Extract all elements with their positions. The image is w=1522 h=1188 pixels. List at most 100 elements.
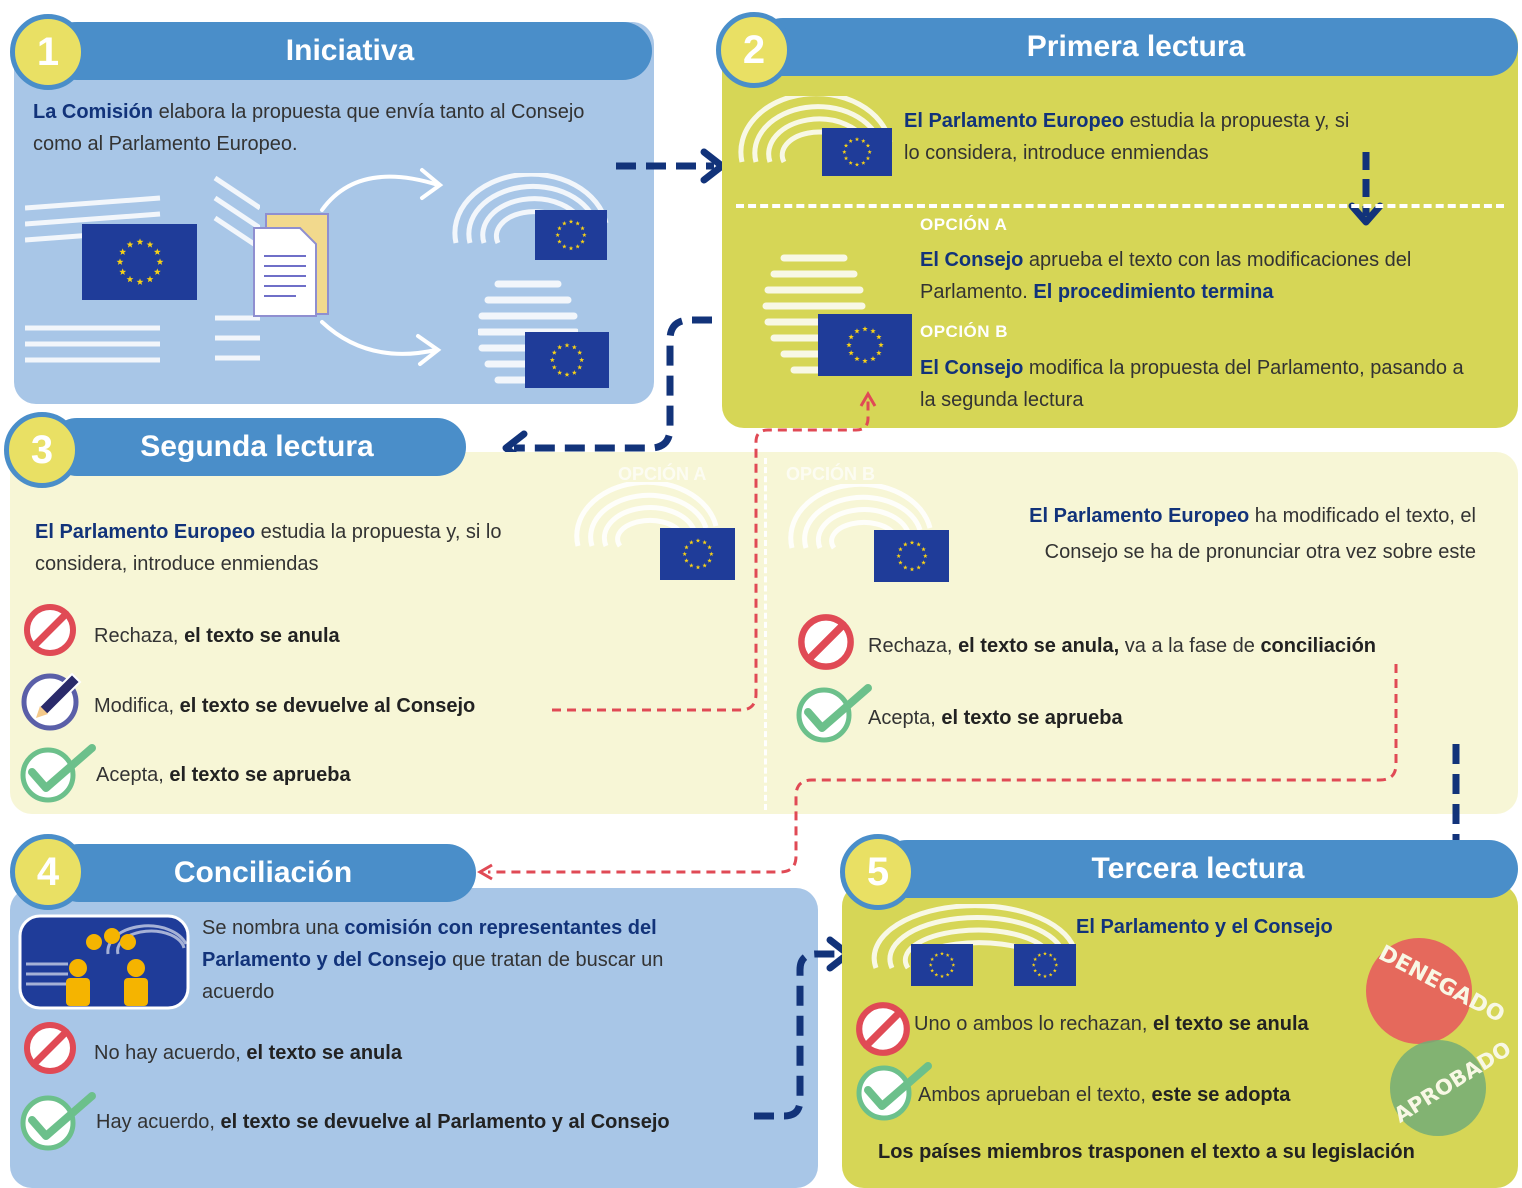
star-icon (870, 328, 876, 334)
iniciativa-header: Iniciativa (48, 22, 652, 80)
star-icon (118, 248, 126, 255)
star-icon (557, 370, 563, 375)
commission-building-icon (25, 175, 260, 363)
option-a-actor: El Consejo (920, 249, 1024, 271)
star-icon (1033, 968, 1038, 973)
star-icon (897, 546, 903, 552)
step-5-number: 5 (866, 849, 890, 894)
item-text: va a la fase de (1119, 635, 1261, 657)
segunda-header: Segunda lectura (48, 418, 466, 476)
primera-header: Primera lectura (754, 18, 1518, 76)
star-icon (945, 972, 950, 977)
conciliacion-yes: Hay acuerdo, el texto se devuelve al Par… (96, 1106, 696, 1138)
denied-stamp-icon: DENEGADO (1366, 938, 1509, 1044)
star-icon (126, 241, 133, 248)
star-icon (575, 221, 580, 226)
star-icon (577, 350, 583, 355)
item-text: Rechaza, (868, 635, 959, 657)
step-2-number: 2 (742, 27, 766, 72)
star-icon (940, 951, 944, 956)
star-icon (557, 239, 562, 244)
item-text: Rechaza, (94, 625, 185, 647)
eu-flag-icon (525, 332, 609, 388)
star-icon (568, 245, 574, 251)
star-icon (571, 370, 577, 375)
star-icon (701, 563, 707, 568)
star-icon (928, 962, 933, 967)
option-b-desc: modifica la propuesta del Parlamento, pa… (920, 357, 1464, 411)
star-icon (930, 957, 935, 961)
item-bold: el texto se aprueba (169, 764, 351, 786)
eu-flag-icon (822, 128, 892, 176)
segunda-a-item-reject: Rechaza, el texto se anula (94, 620, 340, 652)
star-icon (118, 268, 126, 275)
segunda-b-item-accept: Acepta, el texto se aprueba (868, 702, 1123, 734)
item-text: Ambos aprueban el texto, (918, 1084, 1152, 1106)
star-icon (571, 344, 577, 350)
star-icon (930, 968, 935, 973)
star-icon (897, 560, 903, 565)
check-icon (20, 1092, 96, 1151)
eu-flag-icon (660, 528, 735, 580)
eu-flag-icon (1014, 944, 1076, 986)
eu-flag-icon (82, 224, 197, 300)
tercera-actor-text: El Parlamento y el Consejo (1076, 916, 1333, 938)
segunda-b-item-reject: Rechaza, el texto se anula, va a la fase… (868, 630, 1376, 662)
star-icon (854, 162, 860, 167)
star-icon (902, 565, 908, 570)
star-icon (846, 342, 852, 348)
item-text: No hay acuerdo, (94, 1042, 247, 1064)
star-icon (870, 355, 876, 362)
segunda-a-text: El Parlamento Europeo estudia la propues… (35, 516, 555, 580)
star-icon (568, 219, 574, 224)
step-1-number: 1 (36, 29, 60, 74)
star-icon (915, 565, 921, 570)
star-icon (706, 544, 712, 550)
star-icon (580, 239, 585, 244)
segunda-option-a-label: OPCIÓN A (618, 464, 707, 484)
star-icon (951, 962, 956, 967)
star-icon (843, 156, 849, 161)
option-b-actor: El Consejo (920, 357, 1024, 379)
star-icon (862, 358, 868, 364)
segunda-divider (764, 458, 767, 810)
tercera-header: Tercera lectura (878, 840, 1518, 898)
tercera-actor: El Parlamento y el Consejo (1076, 911, 1333, 943)
star-icon (1033, 957, 1038, 961)
tercera-footer: Los países miembros trasponen el texto a… (878, 1136, 1415, 1168)
star-icon (1054, 962, 1059, 967)
parliament-icon (788, 484, 933, 550)
iniciativa-text: La Comisión elabora la propuesta que env… (33, 96, 623, 160)
item-bold: el texto se anula (184, 625, 340, 647)
primera-divider (736, 204, 1504, 208)
star-icon (1048, 972, 1053, 977)
star-icon (116, 258, 123, 265)
star-icon (945, 953, 950, 957)
star-icon (1037, 953, 1042, 957)
star-icon (695, 564, 700, 570)
conciliacion-text: Se nombra una comisión con representante… (202, 912, 702, 1008)
eu-flag-icon (911, 944, 973, 986)
star-icon (1048, 953, 1053, 957)
star-icon (920, 560, 926, 565)
star-icon (854, 328, 860, 334)
conciliacion-header: Conciliación (50, 844, 476, 902)
primera-actor: El Parlamento Europeo (904, 110, 1125, 132)
reject-icon (798, 614, 854, 670)
primera-title: Primera lectura (1026, 30, 1246, 63)
star-icon (562, 244, 567, 249)
primera-text: El Parlamento Europeo estudia la propues… (904, 105, 1354, 169)
star-icon (153, 248, 161, 255)
star-icon (688, 540, 694, 545)
star-icon (681, 551, 687, 556)
star-icon (861, 138, 866, 143)
iniciativa-actor: La Comisión (33, 101, 154, 123)
star-icon (909, 540, 914, 545)
segunda-a-item-accept: Acepta, el texto se aprueba (96, 759, 351, 791)
star-icon (557, 344, 563, 350)
iniciativa-title: Iniciativa (285, 34, 415, 67)
item-bold: el texto se devuelve al Consejo (179, 695, 476, 717)
star-icon (1031, 962, 1036, 967)
star-icon (915, 542, 921, 547)
segunda-option-b-label: OPCIÓN B (786, 464, 876, 484)
